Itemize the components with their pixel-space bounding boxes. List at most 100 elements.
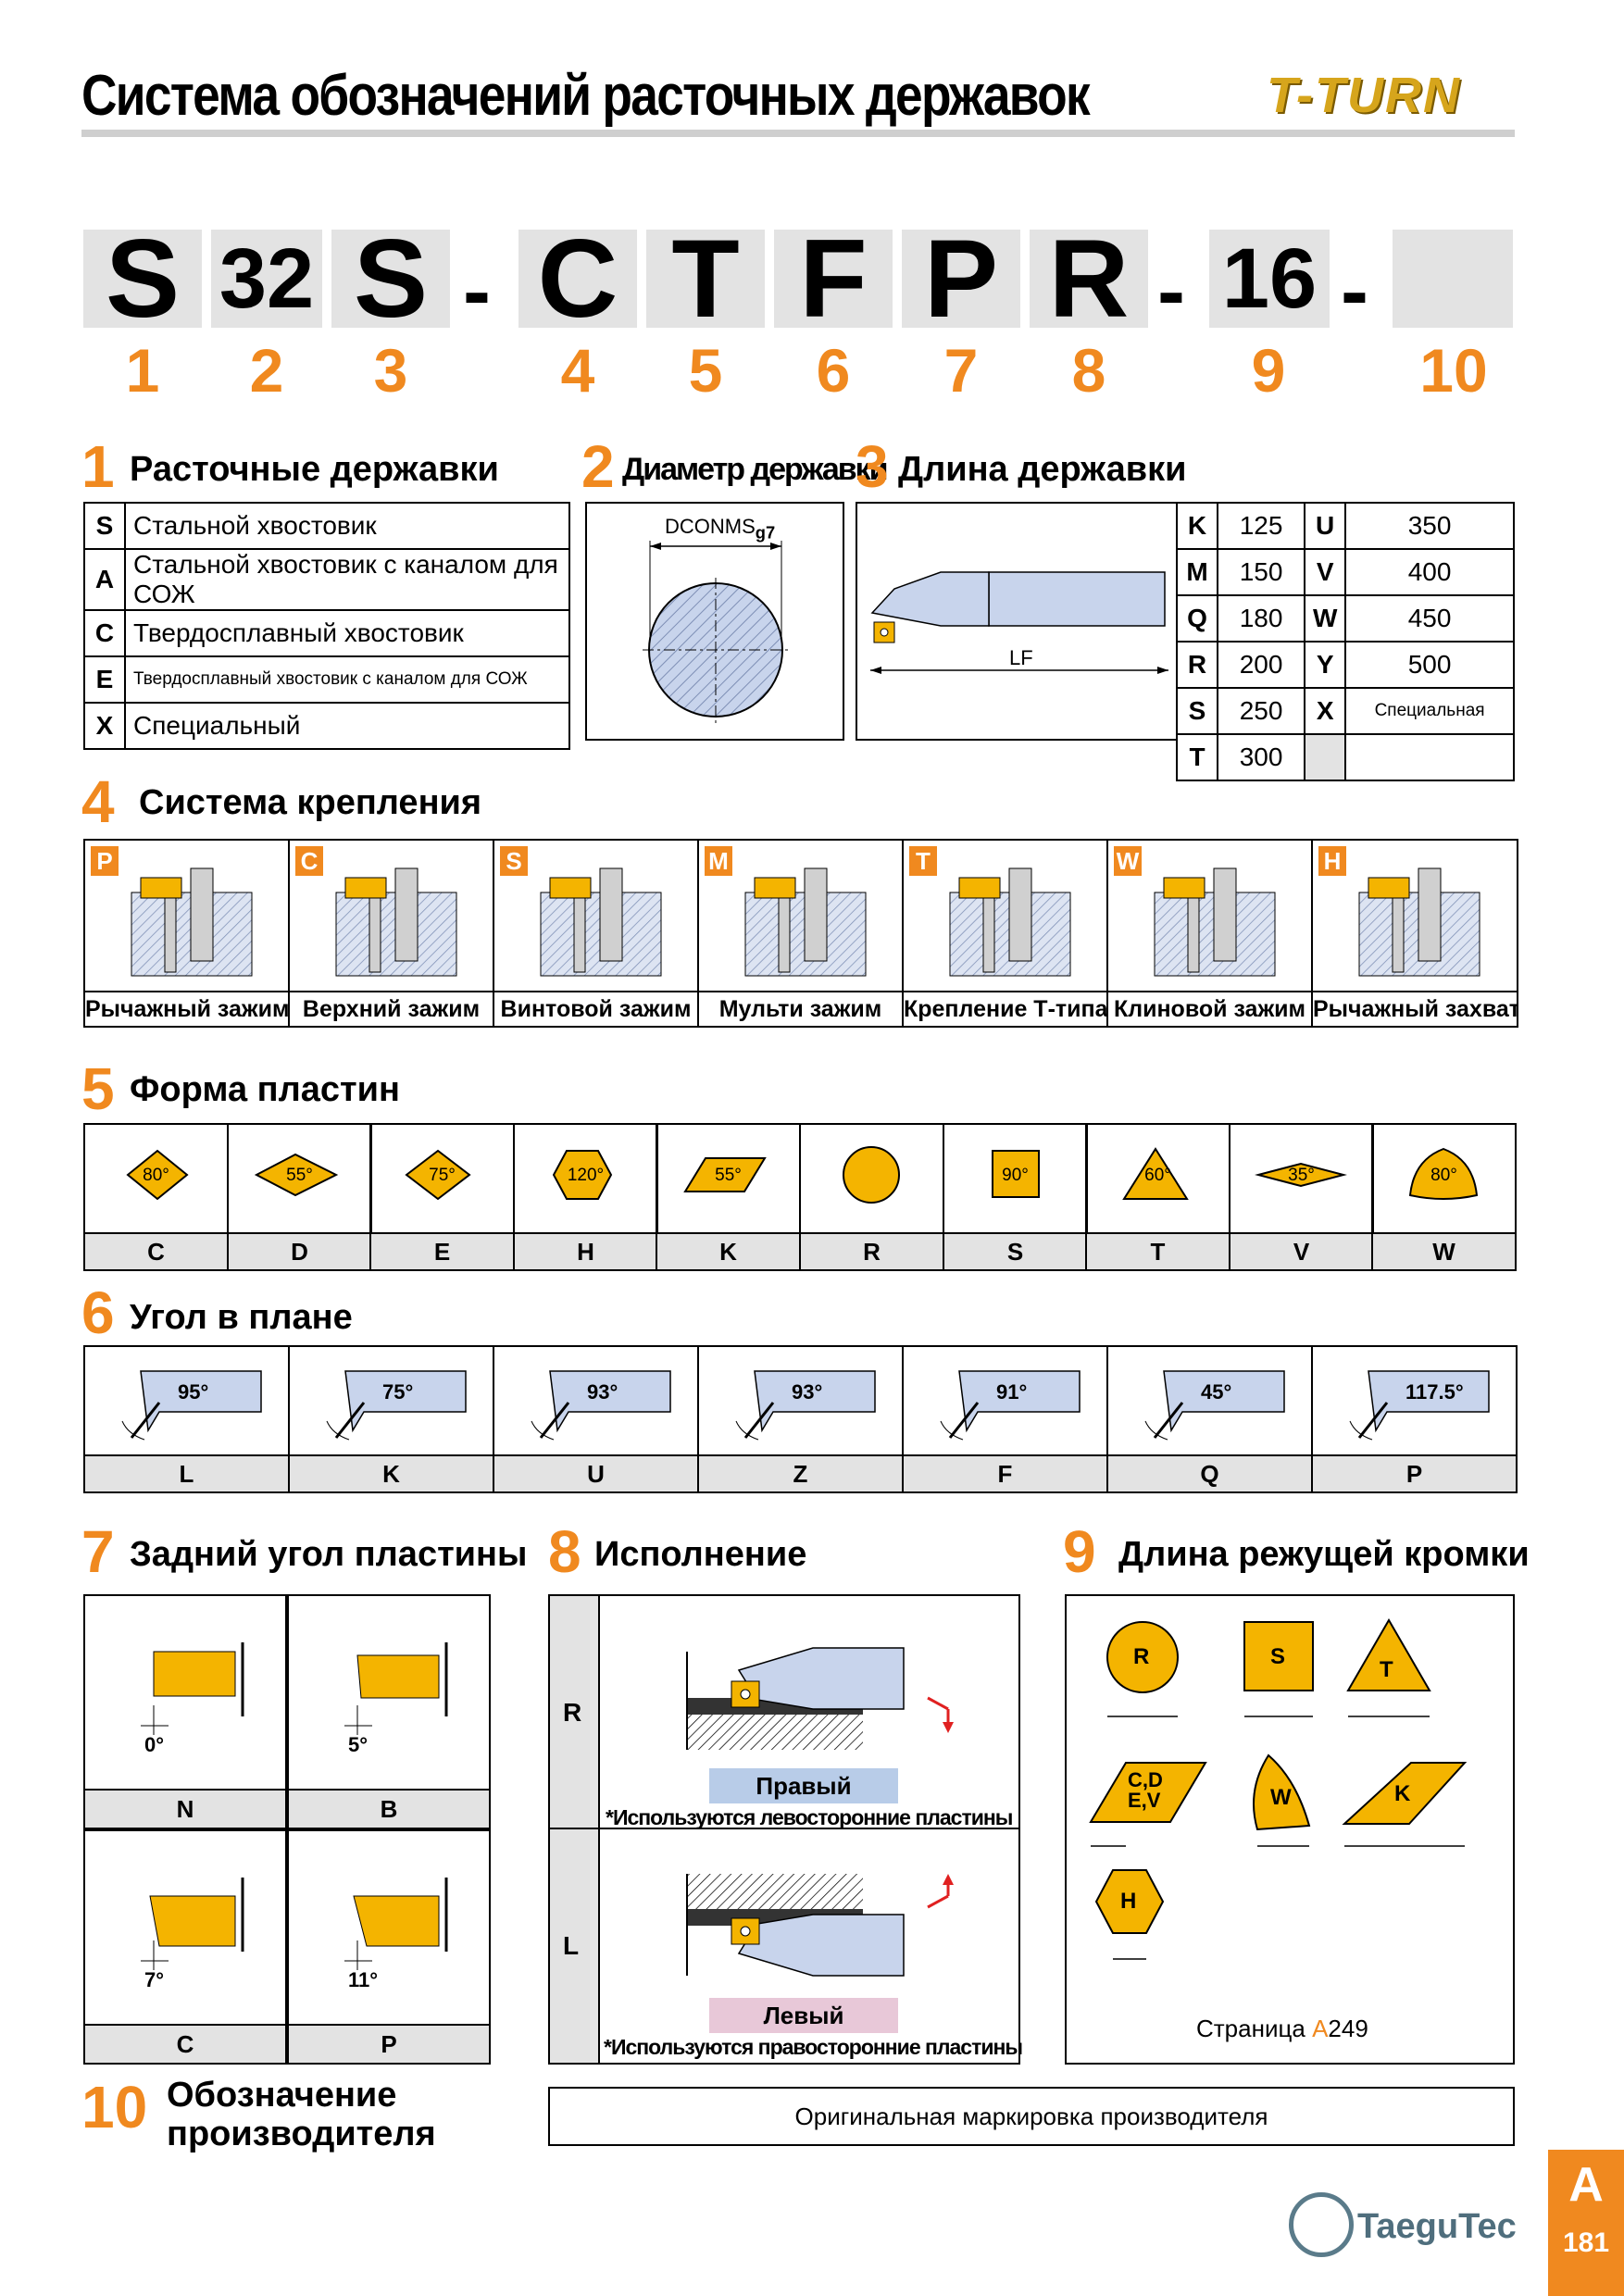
clamp-item: M Мульти зажим — [697, 839, 904, 1028]
length-value: 400 — [1344, 548, 1515, 596]
holder-desc: Стальной хвостовик — [124, 502, 570, 550]
clamp-diagram — [744, 867, 867, 977]
t-turn-logo: T-TURN — [1267, 68, 1461, 123]
relief-angle-diagram — [344, 1878, 448, 1970]
clamp-diagram — [540, 867, 662, 977]
approach-angle-code: F — [904, 1454, 1106, 1491]
length-code: U — [1304, 502, 1347, 550]
shank-diameter-figure: DCONMSg7 — [585, 502, 844, 741]
shape-r: R — [1133, 1644, 1150, 1669]
insert-angle: 80° — [1430, 1166, 1457, 1185]
relief-angle-code: B — [289, 1789, 489, 1828]
insert-shape-code: K — [657, 1232, 799, 1269]
code-pos-1: 1 — [125, 336, 160, 405]
insert-shape-cell: 120°H — [513, 1123, 658, 1271]
section-10-number: 10 — [81, 2074, 148, 2140]
length-code: K — [1176, 502, 1218, 550]
shank-length-figure: LF — [856, 502, 1178, 741]
page-reference: Страница A249 — [1196, 2015, 1368, 2042]
clamp-tag: W — [1114, 846, 1142, 876]
clamp-diagram — [1358, 867, 1480, 977]
relief-angle-value: 11° — [348, 1968, 379, 1991]
insert-shape-icon — [992, 1150, 1040, 1198]
insert-shape-cell: 55°D — [227, 1123, 372, 1271]
hand-diagrams — [686, 1647, 954, 1977]
code-char-9: 16 — [1209, 230, 1330, 328]
insert-shape-code: W — [1373, 1232, 1515, 1269]
lf-label: LF — [1009, 646, 1033, 669]
section-7-number: 7 — [81, 1518, 115, 1585]
tab-letter: A — [1568, 2158, 1604, 2212]
approach-angle-diagram — [531, 1370, 671, 1441]
code-pos-2: 2 — [249, 336, 284, 405]
clamp-tag: T — [909, 846, 937, 876]
approach-angle-cell: 93° Z — [697, 1345, 904, 1493]
approach-angle-code: Q — [1108, 1454, 1311, 1491]
approach-angle-cell: 91°F — [902, 1345, 1108, 1493]
length-value: Специальная — [1344, 687, 1515, 735]
code-char-4: C — [518, 223, 637, 334]
insert-shape-cell: 90° S — [943, 1123, 1088, 1271]
code-char-3: S — [331, 223, 450, 334]
insert-angle: 55° — [715, 1166, 742, 1185]
insert-angle: 75° — [429, 1166, 456, 1185]
length-code: Q — [1176, 594, 1218, 643]
approach-angle-value: 93° — [792, 1380, 823, 1404]
approach-angle-value: 45° — [1201, 1380, 1232, 1404]
clamp-tag: P — [91, 846, 119, 876]
insert-shape-code: C — [85, 1232, 227, 1269]
left-hand-label: Левый — [709, 1998, 898, 2033]
shape-cd: C,D — [1128, 1768, 1163, 1791]
manufacturer-marking-box: Оригинальная маркировка производителя — [548, 2087, 1515, 2146]
section-7-title: Задний угол пластины — [130, 1535, 528, 1574]
section-2-title: Диаметр державки — [622, 452, 889, 487]
clamp-label: Рычажный захват — [1313, 991, 1517, 1026]
holder-code: X — [83, 702, 126, 750]
clamp-label: Мульти зажим — [699, 991, 902, 1026]
length-value — [1344, 733, 1515, 781]
clamp-tag: M — [705, 846, 732, 876]
approach-angle-cell: 93°U — [493, 1345, 699, 1493]
shank-section-diagram — [643, 541, 789, 726]
title-rule — [81, 130, 1515, 137]
holder-desc: Твердосплавный хвостовик с каналом для С… — [124, 655, 570, 704]
approach-angle-value: 75° — [382, 1380, 414, 1404]
insert-shape-code: V — [1230, 1232, 1372, 1269]
insert-shape-code: D — [229, 1232, 370, 1269]
insert-shape-code: E — [371, 1232, 513, 1269]
length-value: 300 — [1216, 733, 1306, 781]
code-char-6: F — [774, 223, 893, 334]
code-pos-5: 5 — [688, 336, 723, 405]
insert-angle: 35° — [1288, 1166, 1315, 1185]
section-5-number: 5 — [81, 1055, 115, 1122]
insert-shape-code: S — [944, 1232, 1086, 1269]
code-pos-3: 3 — [373, 336, 408, 405]
page-title: Система обозначений расточных державок — [81, 64, 1091, 128]
holder-code: S — [83, 502, 126, 550]
length-value: 250 — [1216, 687, 1306, 735]
holder-desc: Твердосплавный хвостовик — [124, 609, 570, 657]
length-value: 200 — [1216, 641, 1306, 689]
length-code: S — [1176, 687, 1218, 735]
relief-angle-diagram — [344, 1642, 448, 1735]
relief-angle-cell: 11° P — [287, 1829, 491, 2065]
section-4-number: 4 — [81, 768, 115, 835]
section-10-title-line1: Обозначение — [167, 2076, 397, 2115]
section-9-title: Длина режущей кромки — [1118, 1535, 1530, 1574]
approach-angle-code: L — [85, 1454, 288, 1491]
section-1-title: Расточные державки — [130, 450, 499, 489]
relief-angle-code: P — [289, 2024, 489, 2063]
approach-angle-code: Z — [699, 1454, 902, 1491]
insert-angle: 90° — [1002, 1166, 1029, 1185]
approach-angle-cell: 45° Q — [1106, 1345, 1313, 1493]
insert-shape-cell: 60°T — [1085, 1123, 1230, 1271]
relief-angle-cell: 5°B — [287, 1594, 491, 1829]
